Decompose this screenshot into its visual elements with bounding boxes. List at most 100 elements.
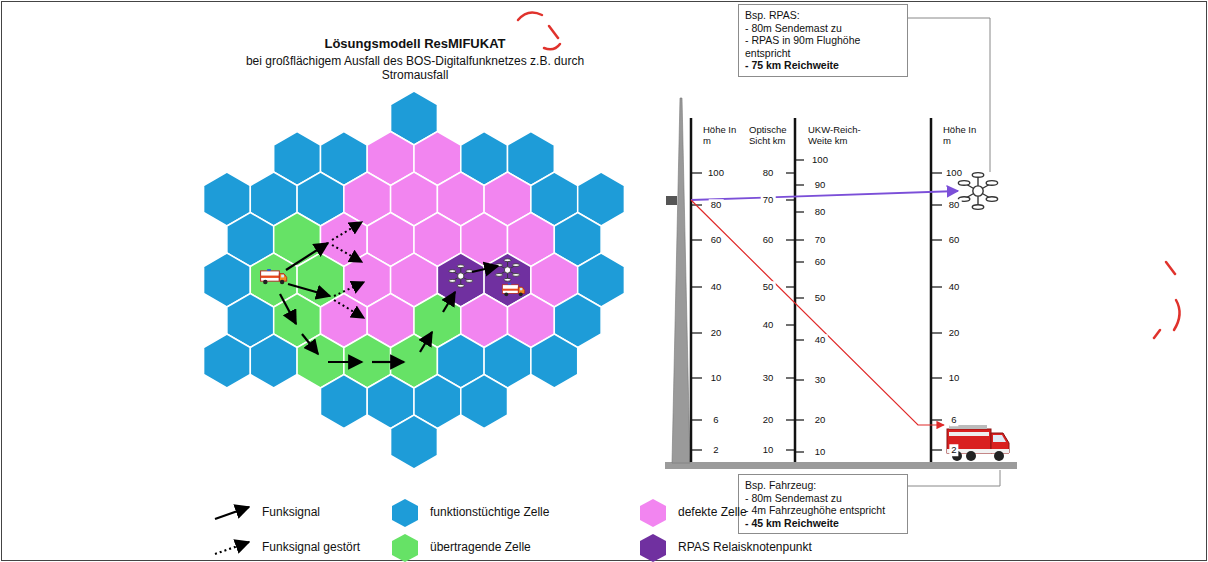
column-header: Optische Sicht km [749,124,795,147]
legend-swatch [640,499,666,527]
scale-tick [691,239,702,240]
hex-cell [391,415,438,469]
scale-number: 2 [949,444,958,456]
callout-line: Bsp. RPAS: [745,9,901,22]
legend-label: RPAS Relaisknotenpunkt [678,540,812,554]
hex-cell [461,375,508,429]
scale-tick [795,211,804,212]
scale-tick [795,184,804,185]
scale-tick [931,204,942,205]
callout-line: - 45 km Reichweite [745,517,901,530]
disturbed-signal-arrow [332,222,362,240]
signal-arrow [443,292,455,312]
legend-swatch [640,534,666,562]
hex-cell [531,334,578,388]
callout-box: Bsp. Fahrzeug:- 80m Sendemast zu- 4m Fah… [738,474,908,534]
scale-tick [786,286,795,287]
scale-number: 60 [709,234,724,246]
legend-swatch [392,534,418,562]
scale-number: 2 [711,444,720,456]
scale-tick [786,324,795,325]
signal-arrow [472,266,498,272]
legend-sample [215,507,249,519]
callout-line: - 80m Sendemast zu [745,22,901,35]
scale-number: 70 [761,194,776,206]
scale-tick [931,172,942,173]
leader-line [908,18,990,172]
legend-sample [215,542,249,554]
scale-number: 20 [813,414,828,426]
legend-label: übertragende Zelle [430,540,531,554]
disturbed-signal-arrow [334,300,364,318]
scale-tick [786,239,795,240]
scale-tick [795,297,804,298]
scale-number: 20 [761,414,776,426]
scale-tick [795,419,804,420]
callout-line: - 80m Sendemast zu [745,492,901,505]
scale-number: 10 [813,446,828,458]
scale-tick [691,377,702,378]
scale-number: 60 [947,234,962,246]
signal-arrow [280,294,296,324]
scale-tick [795,339,804,340]
signal-arrow [372,361,404,363]
callout-line: - 4m Fahrzeughöhe entspricht [745,504,901,517]
legend-swatch [392,499,418,527]
signal-arrow [302,334,318,354]
scale-number: 80 [947,199,962,211]
scale-number: 80 [813,206,828,218]
callout-line: Bsp. Fahrzeug: [745,479,901,492]
callout-line: - 75 km Reichweite [745,59,901,72]
scale-tick [795,159,804,160]
scale-tick [786,172,795,173]
scale-tick [786,449,795,450]
scale-number: 50 [761,281,776,293]
subtitle: bei großflächigem Ausfall des BOS-Digita… [240,54,590,83]
ambulance-icon [261,269,287,284]
scale-tick [795,451,804,452]
callout-box: Bsp. RPAS:- 80m Sendemast zu- RPAS in 90… [738,4,908,77]
scale-tick [931,332,942,333]
scale-tick [795,379,804,380]
signal-arrow [328,361,362,363]
drone-icon [449,265,473,287]
scale-tick [786,377,795,378]
scale-tick [691,419,702,420]
disturbed-signal-arrow [332,245,362,262]
column-header: UKW-Reich-Weite km [808,124,868,147]
scale-tick [691,172,702,173]
scale-number: 60 [813,256,828,268]
scale-number: 6 [949,414,958,426]
legend-label: defekte Zelle [678,505,747,519]
signal-arrow [286,243,328,270]
scale-tick [795,239,804,240]
legend-label: Funksignal [262,505,320,519]
scale-tick [691,332,702,333]
hex-cell [250,334,297,388]
scale-tick [691,286,702,287]
scale-tick [931,419,942,420]
scale-number: 30 [813,374,828,386]
scale-number: 40 [761,319,776,331]
column-header: Höhe In m [703,124,737,147]
scale-tick [786,199,795,200]
scale-number: 10 [947,372,962,384]
scale-number: 10 [761,444,776,456]
scale-tick [691,449,702,450]
callout-line: - RPAS in 90m Flughöhe entspricht [745,34,901,59]
scale-number: 30 [761,372,776,384]
hex-cell [321,375,368,429]
scale-number: 80 [761,167,776,179]
scale-number: 6 [711,414,720,426]
scale-number: 80 [709,199,724,211]
scale-number: 20 [709,327,724,339]
scale-number: 100 [706,167,726,179]
scale-tick [931,286,942,287]
scale-tick [795,261,804,262]
ambulance-icon [502,283,524,296]
scale-number: 100 [810,154,830,166]
scale-number: 40 [947,281,962,293]
scale-number: 100 [944,167,964,179]
